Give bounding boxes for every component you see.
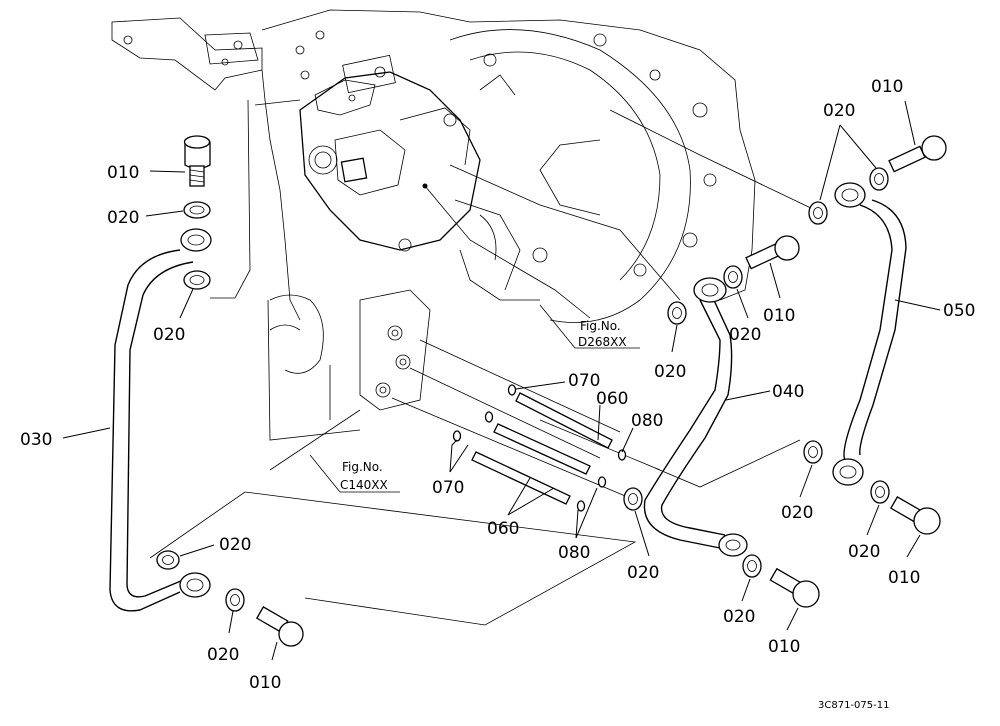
- callout-020: 020: [654, 362, 686, 382]
- callout-020: 020: [781, 503, 813, 523]
- callout-labels: 010 020 020 030 020 020 010 070 060 080 …: [20, 77, 975, 693]
- bolt-010-f: [769, 567, 820, 608]
- callout-020: 020: [723, 607, 755, 627]
- callout-010: 010: [763, 306, 795, 326]
- callout-060: 060: [596, 389, 628, 409]
- callout-010: 010: [768, 637, 800, 657]
- callout-010: 010: [249, 673, 281, 693]
- bolts-010: [183, 135, 947, 647]
- bolt-010-e: [889, 496, 941, 535]
- callout-010: 010: [871, 77, 903, 97]
- callout-020: 020: [219, 535, 251, 555]
- callout-020: 020: [729, 325, 761, 345]
- callout-020: 020: [848, 542, 880, 562]
- pipe-050: [832, 182, 907, 486]
- callout-020: 020: [627, 563, 659, 583]
- callout-020: 020: [823, 101, 855, 121]
- callout-070: 070: [432, 478, 464, 498]
- bolt-010-a: [183, 135, 211, 187]
- bolt-010-c: [745, 235, 800, 270]
- callout-080: 080: [631, 411, 663, 431]
- engine-block: [111, 9, 756, 471]
- guide-lines: [149, 99, 816, 626]
- bolt-010-d: [888, 135, 947, 173]
- callout-020: 020: [153, 325, 185, 345]
- drawing-code: 3C871-075-11: [818, 700, 889, 711]
- bolt-010-b: [255, 606, 304, 647]
- callout-020: 020: [207, 645, 239, 665]
- fig-ref-c140-line1: Fig.No.: [342, 460, 383, 474]
- callout-020: 020: [107, 208, 139, 228]
- callout-050: 050: [943, 301, 975, 321]
- washers-020: [156, 167, 890, 612]
- callout-080: 080: [558, 543, 590, 563]
- callout-leaders: [62, 100, 941, 661]
- rods-060: [471, 392, 613, 505]
- fig-ref-d268-line2: D268XX: [578, 335, 627, 349]
- fig-ref-d268-line1: Fig.No.: [580, 319, 621, 333]
- o-rings: [452, 384, 627, 512]
- callout-040: 040: [772, 382, 804, 402]
- callout-010: 010: [107, 163, 139, 183]
- pipe-030: [109, 228, 212, 612]
- callout-010: 010: [888, 568, 920, 588]
- fig-ref-c140-line2: C140XX: [340, 478, 388, 492]
- callout-030: 030: [20, 430, 52, 450]
- figure-references: Fig.No. D268XX Fig.No. C140XX: [340, 319, 627, 492]
- callout-060: 060: [487, 519, 519, 539]
- callout-070: 070: [568, 371, 600, 391]
- pipe-040: [643, 277, 748, 557]
